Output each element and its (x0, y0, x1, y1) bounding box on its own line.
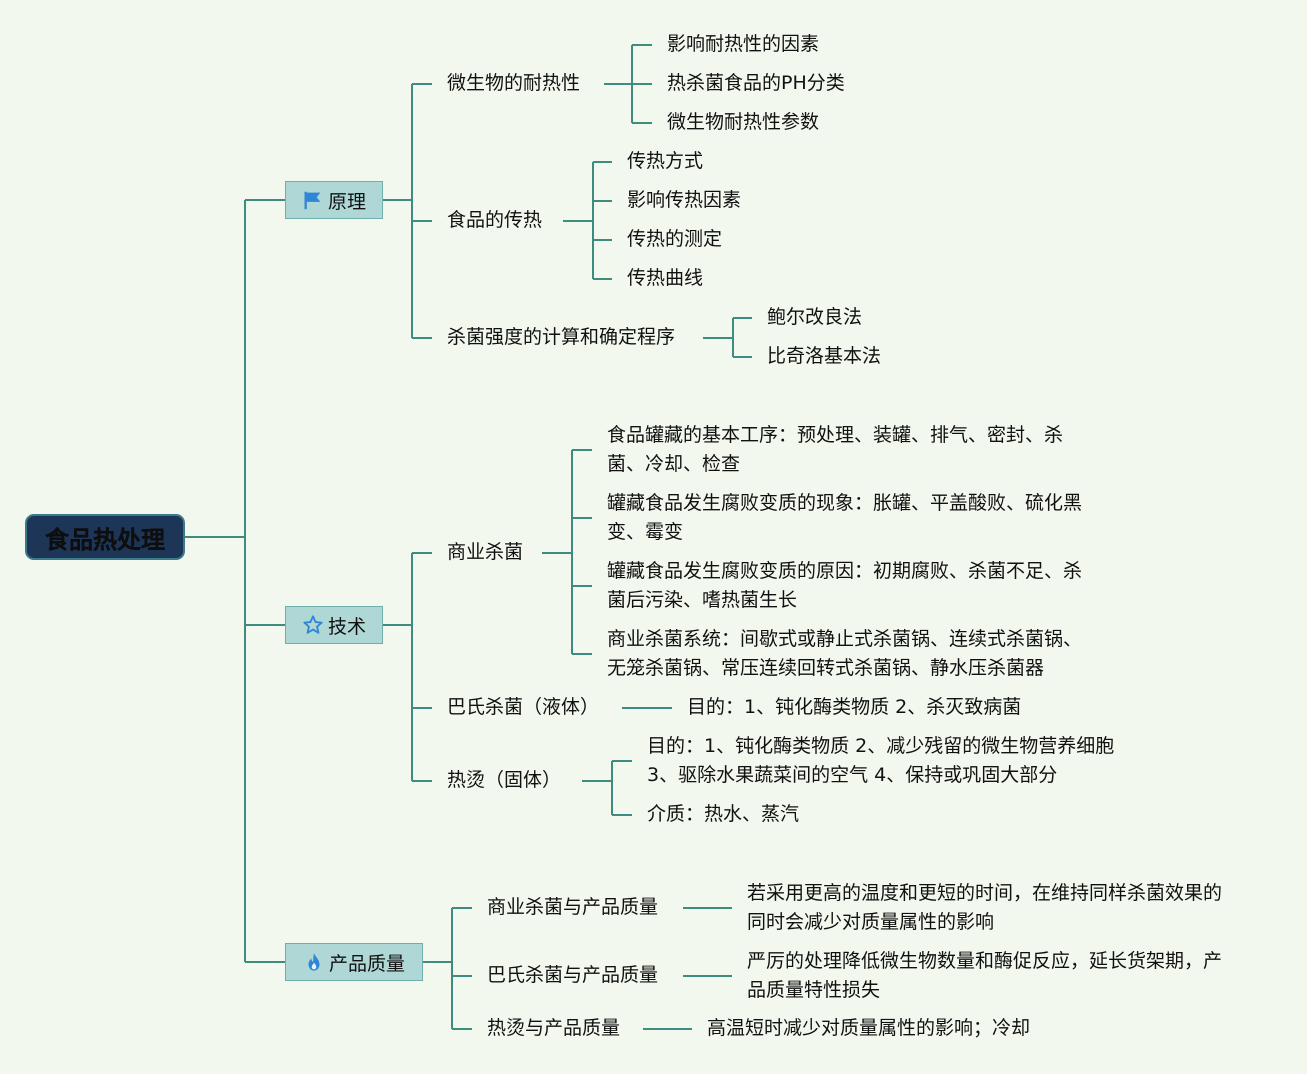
leaf-commercial-1[interactable]: 食品罐藏的基本工序：预处理、装罐、排气、密封、杀 菌、冷却、检查 (607, 424, 1064, 475)
leaf-heat-transfer-4[interactable]: 传热曲线 (627, 267, 704, 289)
star-icon (303, 615, 323, 634)
topic-commercial-quality[interactable]: 商业杀菌与产品质量 (487, 896, 659, 918)
branch-principle[interactable]: 原理 (285, 181, 383, 219)
topic-heat-resistance[interactable]: 微生物的耐热性 (447, 72, 581, 94)
leaf-pasteur-quality-1[interactable]: 严厉的处理降低微生物数量和酶促反应，延长货架期，产 品质量特性损失 (747, 950, 1223, 1001)
connector-root (185, 199, 285, 963)
topic-pasteurization[interactable]: 巴氏杀菌（液体） (447, 696, 600, 718)
connector-sterilization-calc (703, 317, 752, 358)
leaf-heat-transfer-1[interactable]: 传热方式 (627, 150, 704, 172)
topic-sterilization-calc[interactable]: 杀菌强度的计算和确定程序 (447, 326, 676, 348)
leaf-heat-resistance-1[interactable]: 影响耐热性的因素 (667, 33, 820, 55)
flag-icon (304, 191, 321, 210)
connector-principle (383, 83, 432, 339)
leaf-commercial-3[interactable]: 罐藏食品发生腐败变质的原因：初期腐败、杀菌不足、杀 菌后污染、嗜热菌生长 (607, 560, 1083, 611)
leaf-blanch-quality-1[interactable]: 高温短时减少对质量属性的影响；冷却 (707, 1017, 1031, 1039)
topic-blanch-quality[interactable]: 热烫与产品质量 (487, 1017, 621, 1039)
branch-principle-label: 原理 (327, 190, 366, 213)
connector-technology (383, 552, 432, 782)
branch-quality[interactable]: 产品质量 (285, 943, 423, 981)
topic-pasteur-quality[interactable]: 巴氏杀菌与产品质量 (487, 964, 659, 986)
branch-technology[interactable]: 技术 (285, 606, 383, 644)
root-label: 食品热处理 (45, 525, 165, 554)
topic-commercial-sterilization[interactable]: 商业杀菌 (447, 541, 524, 563)
leaf-heat-resistance-2[interactable]: 热杀菌食品的PH分类 (667, 72, 845, 94)
topic-heat-transfer[interactable]: 食品的传热 (447, 209, 543, 231)
connector-commercial (542, 449, 592, 655)
leaf-heat-transfer-3[interactable]: 传热的测定 (627, 228, 723, 250)
connector-quality (423, 907, 472, 1030)
leaf-commercial-2[interactable]: 罐藏食品发生腐败变质的现象：胀罐、平盖酸败、硫化黑 变、霉变 (607, 492, 1083, 543)
leaf-heat-resistance-3[interactable]: 微生物耐热性参数 (667, 111, 820, 133)
branch-quality-label: 产品质量 (328, 952, 405, 975)
connector-heat-resistance (604, 44, 652, 124)
leaf-heat-transfer-2[interactable]: 影响传热因素 (627, 189, 742, 211)
connector-blanching (582, 760, 632, 816)
topic-blanching[interactable]: 热烫（固体） (447, 769, 562, 791)
leaf-sterilization-calc-2[interactable]: 比奇洛基本法 (767, 345, 882, 367)
root-node[interactable]: 食品热处理 (25, 514, 185, 560)
branch-technology-label: 技术 (327, 615, 366, 638)
leaf-blanching-2[interactable]: 介质：热水、蒸汽 (647, 803, 800, 825)
leaf-commercial-4[interactable]: 商业杀菌系统：间歇式或静止式杀菌锅、连续式杀菌锅、 无笼杀菌锅、常压连续回转式杀… (607, 628, 1083, 679)
connector-heat-transfer (563, 161, 612, 280)
flame-icon (308, 952, 320, 971)
leaf-sterilization-calc-1[interactable]: 鲍尔改良法 (767, 306, 863, 328)
leaf-blanching-1[interactable]: 目的：1、钝化酶类物质 2、减少残留的微生物营养细胞 3、驱除水果蔬菜间的空气 … (647, 735, 1115, 786)
leaf-commercial-quality-1[interactable]: 若采用更高的温度和更短的时间，在维持同样杀菌效果的 同时会减少对质量属性的影响 (747, 882, 1223, 933)
leaf-pasteurization-1[interactable]: 目的：1、钝化酶类物质 2、杀灭致病菌 (687, 696, 1022, 718)
